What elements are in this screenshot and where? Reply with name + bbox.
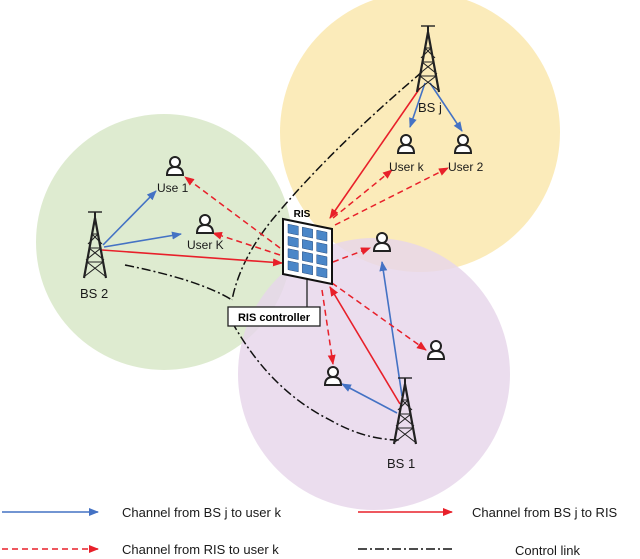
ris-element	[316, 254, 328, 266]
red-dashed-ris-user-right	[332, 247, 371, 263]
blue-link-bs2-use1	[102, 190, 157, 246]
user-label-use1: Use 1	[157, 181, 189, 195]
bs-1-label: BS 1	[387, 456, 415, 471]
ris-element	[302, 239, 313, 251]
blue-link-bs1-user-right	[379, 261, 403, 397]
legend-text-red-solid: Channel from BS j to RIS	[472, 505, 618, 520]
ris-controller-label: RIS controller	[238, 312, 311, 324]
blue-link-bsj-userk	[409, 82, 426, 128]
ris-panel	[282, 217, 333, 286]
ris-element	[316, 229, 328, 242]
red-link-bsj-ris	[329, 87, 421, 219]
ris-element	[287, 260, 299, 273]
red-dashed-ris-userk	[332, 169, 393, 219]
ris-element	[287, 236, 299, 248]
ris-element	[316, 266, 328, 279]
legend-text-red-dashed: Channel from RIS to user k	[122, 542, 279, 557]
red-link-bs2-ris	[101, 249, 283, 267]
ris-element	[287, 248, 299, 260]
red-dashed-ris-user-left	[321, 289, 336, 365]
user-label-userK: User K	[187, 238, 224, 252]
legend-text-control: Control link	[515, 543, 581, 558]
blue-link-bs2-userK	[103, 231, 182, 248]
ris-element	[302, 251, 313, 263]
bs-j-label: BS j	[418, 100, 442, 115]
user-label-user2: User 2	[448, 160, 484, 174]
user-label-userk: User k	[389, 160, 425, 174]
ris-element	[302, 263, 313, 276]
legend-text-blue: Channel from BS j to user k	[122, 505, 281, 520]
ris-element	[287, 223, 299, 236]
red-dashed-ris-userK	[212, 232, 281, 256]
red-dashed-ris-user2	[334, 167, 449, 226]
ris-controller-box	[227, 306, 321, 327]
ris-element	[302, 226, 313, 239]
cell-bs-1	[238, 238, 510, 510]
ris-label: RIS	[294, 209, 311, 220]
cell-bs-2	[36, 114, 292, 370]
blue-link-bs1-user-left	[341, 383, 398, 414]
ris-element	[316, 242, 328, 254]
control-link-bs-j	[231, 71, 423, 301]
red-link-bs1-ris	[329, 286, 401, 405]
control-link-bs-2	[124, 264, 233, 301]
control-link-bs-1	[231, 321, 401, 441]
bs-2-label: BS 2	[80, 286, 108, 301]
legend: Channel from BS j to user k Channel from…	[2, 505, 618, 558]
blue-link-bsj-user2	[429, 82, 463, 132]
